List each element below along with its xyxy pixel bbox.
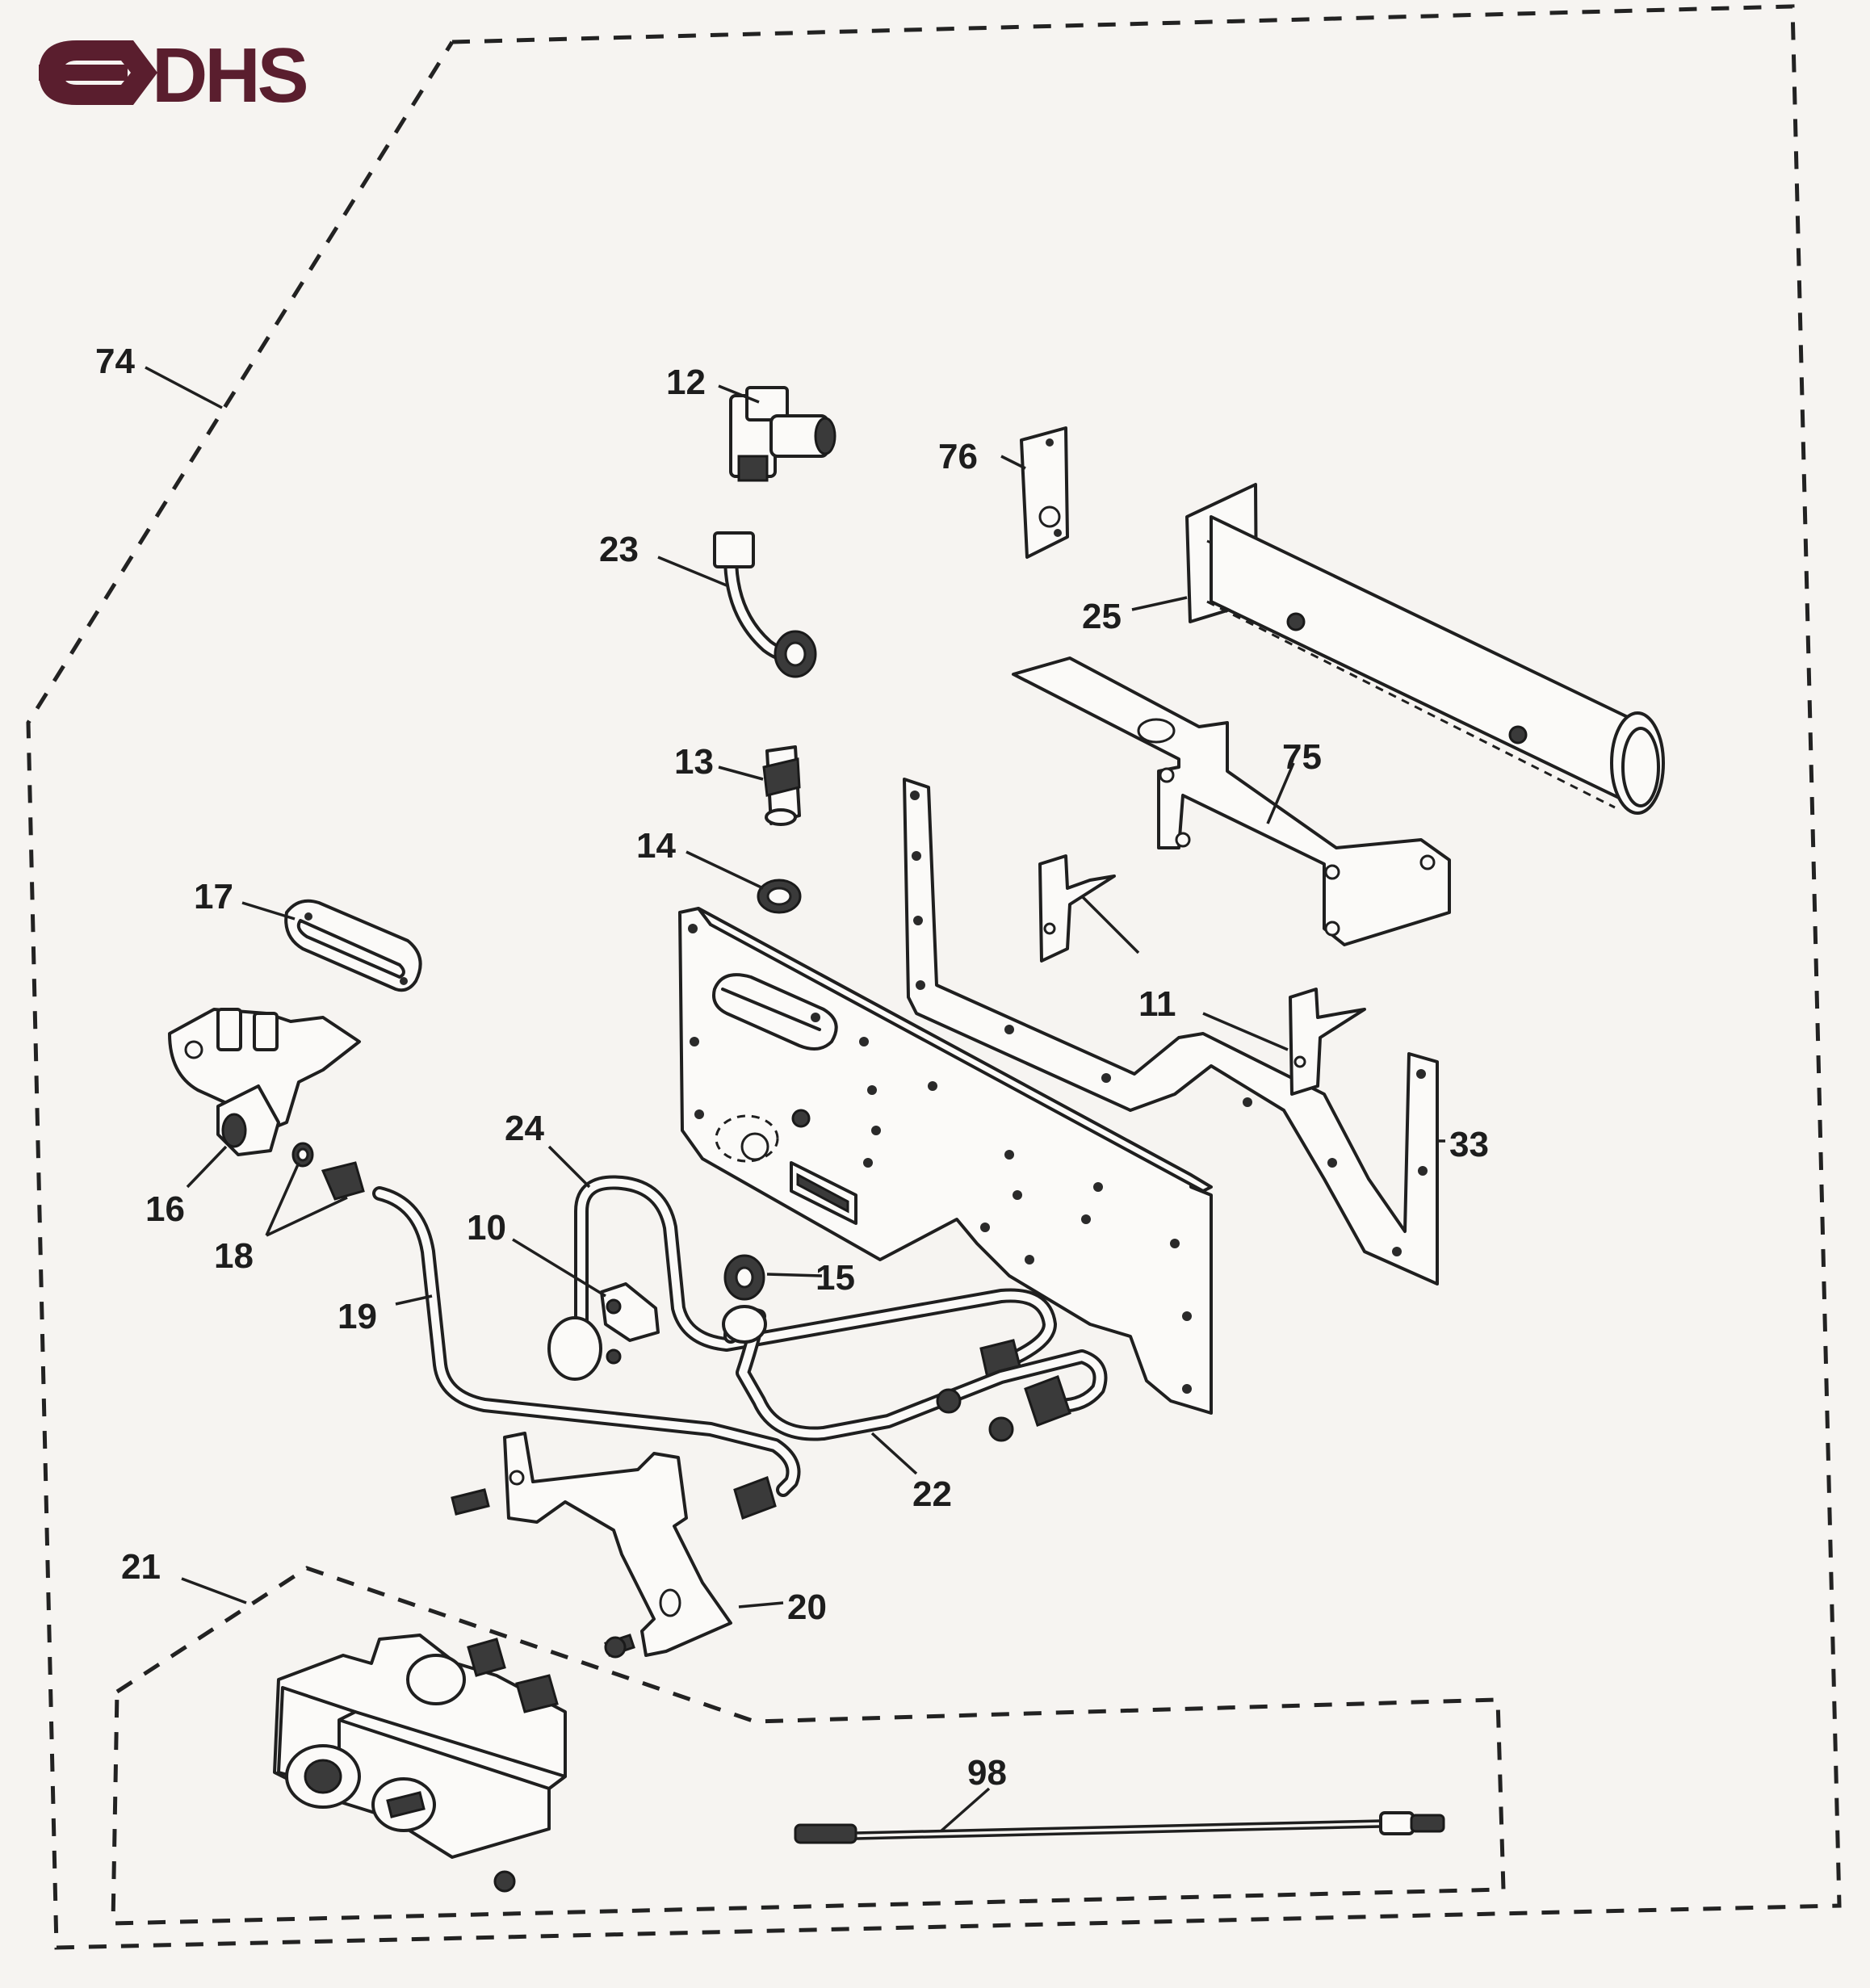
part-25-burner-tube — [1185, 483, 1665, 815]
part-33-gasket-frame — [903, 778, 1439, 1285]
callout-23: 23 — [599, 530, 639, 569]
logo-text: DHS — [152, 32, 307, 119]
part-23-bent-tube — [713, 531, 817, 678]
part-10-bracket — [600, 1282, 660, 1365]
callout-21: 21 — [121, 1547, 161, 1587]
part-12-elbow-fitting — [729, 386, 836, 482]
callout-98: 98 — [967, 1753, 1007, 1793]
part-22-gas-tube — [722, 1305, 1108, 1442]
callout-18: 18 — [214, 1236, 254, 1276]
callout-13: 13 — [674, 742, 714, 782]
callout-24: 24 — [505, 1109, 544, 1148]
callout-33: 33 — [1449, 1125, 1489, 1164]
part-14-washer — [757, 879, 802, 914]
kit-21-outline — [111, 1566, 1506, 1926]
part-75-bracket — [1012, 656, 1451, 946]
callout-74: 74 — [95, 342, 135, 381]
part-19-pilot-tube — [372, 1186, 801, 1520]
part-17-gasket — [284, 899, 422, 992]
callout-76: 76 — [938, 437, 978, 476]
part-98-igniter-wire — [794, 1811, 1445, 1844]
leader-lines — [145, 366, 1445, 1833]
callout-25: 25 — [1082, 597, 1122, 636]
part-11-clip-upper — [1038, 854, 1116, 963]
callout-15: 15 — [816, 1258, 855, 1298]
callout-19: 19 — [338, 1297, 377, 1336]
main-mounting-panel — [678, 907, 1213, 1415]
part-76-gasket — [1020, 426, 1069, 559]
logo-arrow-icon — [39, 40, 157, 105]
part-15-nut — [723, 1254, 765, 1301]
part-18-nut-ferrule — [291, 1142, 365, 1201]
callout-17: 17 — [194, 877, 233, 916]
callout-12: 12 — [666, 363, 706, 402]
callout-20: 20 — [787, 1587, 827, 1627]
callout-16: 16 — [145, 1189, 185, 1229]
part-11-clip-lower — [1289, 988, 1366, 1096]
callout-labels: 74 12 76 23 25 13 75 14 17 11 33 24 16 1… — [95, 342, 1489, 1793]
part-21-gas-valve — [273, 1634, 567, 1893]
part-20-valve-bracket — [451, 1432, 732, 1659]
callout-75: 75 — [1282, 737, 1322, 777]
callout-14: 14 — [636, 826, 676, 866]
callout-10: 10 — [467, 1208, 506, 1248]
dhs-logo: DHS — [39, 32, 310, 119]
part-16-pilot-burner — [168, 1008, 361, 1156]
callout-11: 11 — [1138, 984, 1176, 1024]
callout-22: 22 — [912, 1474, 952, 1514]
part-13-threaded-fitting — [762, 745, 801, 826]
